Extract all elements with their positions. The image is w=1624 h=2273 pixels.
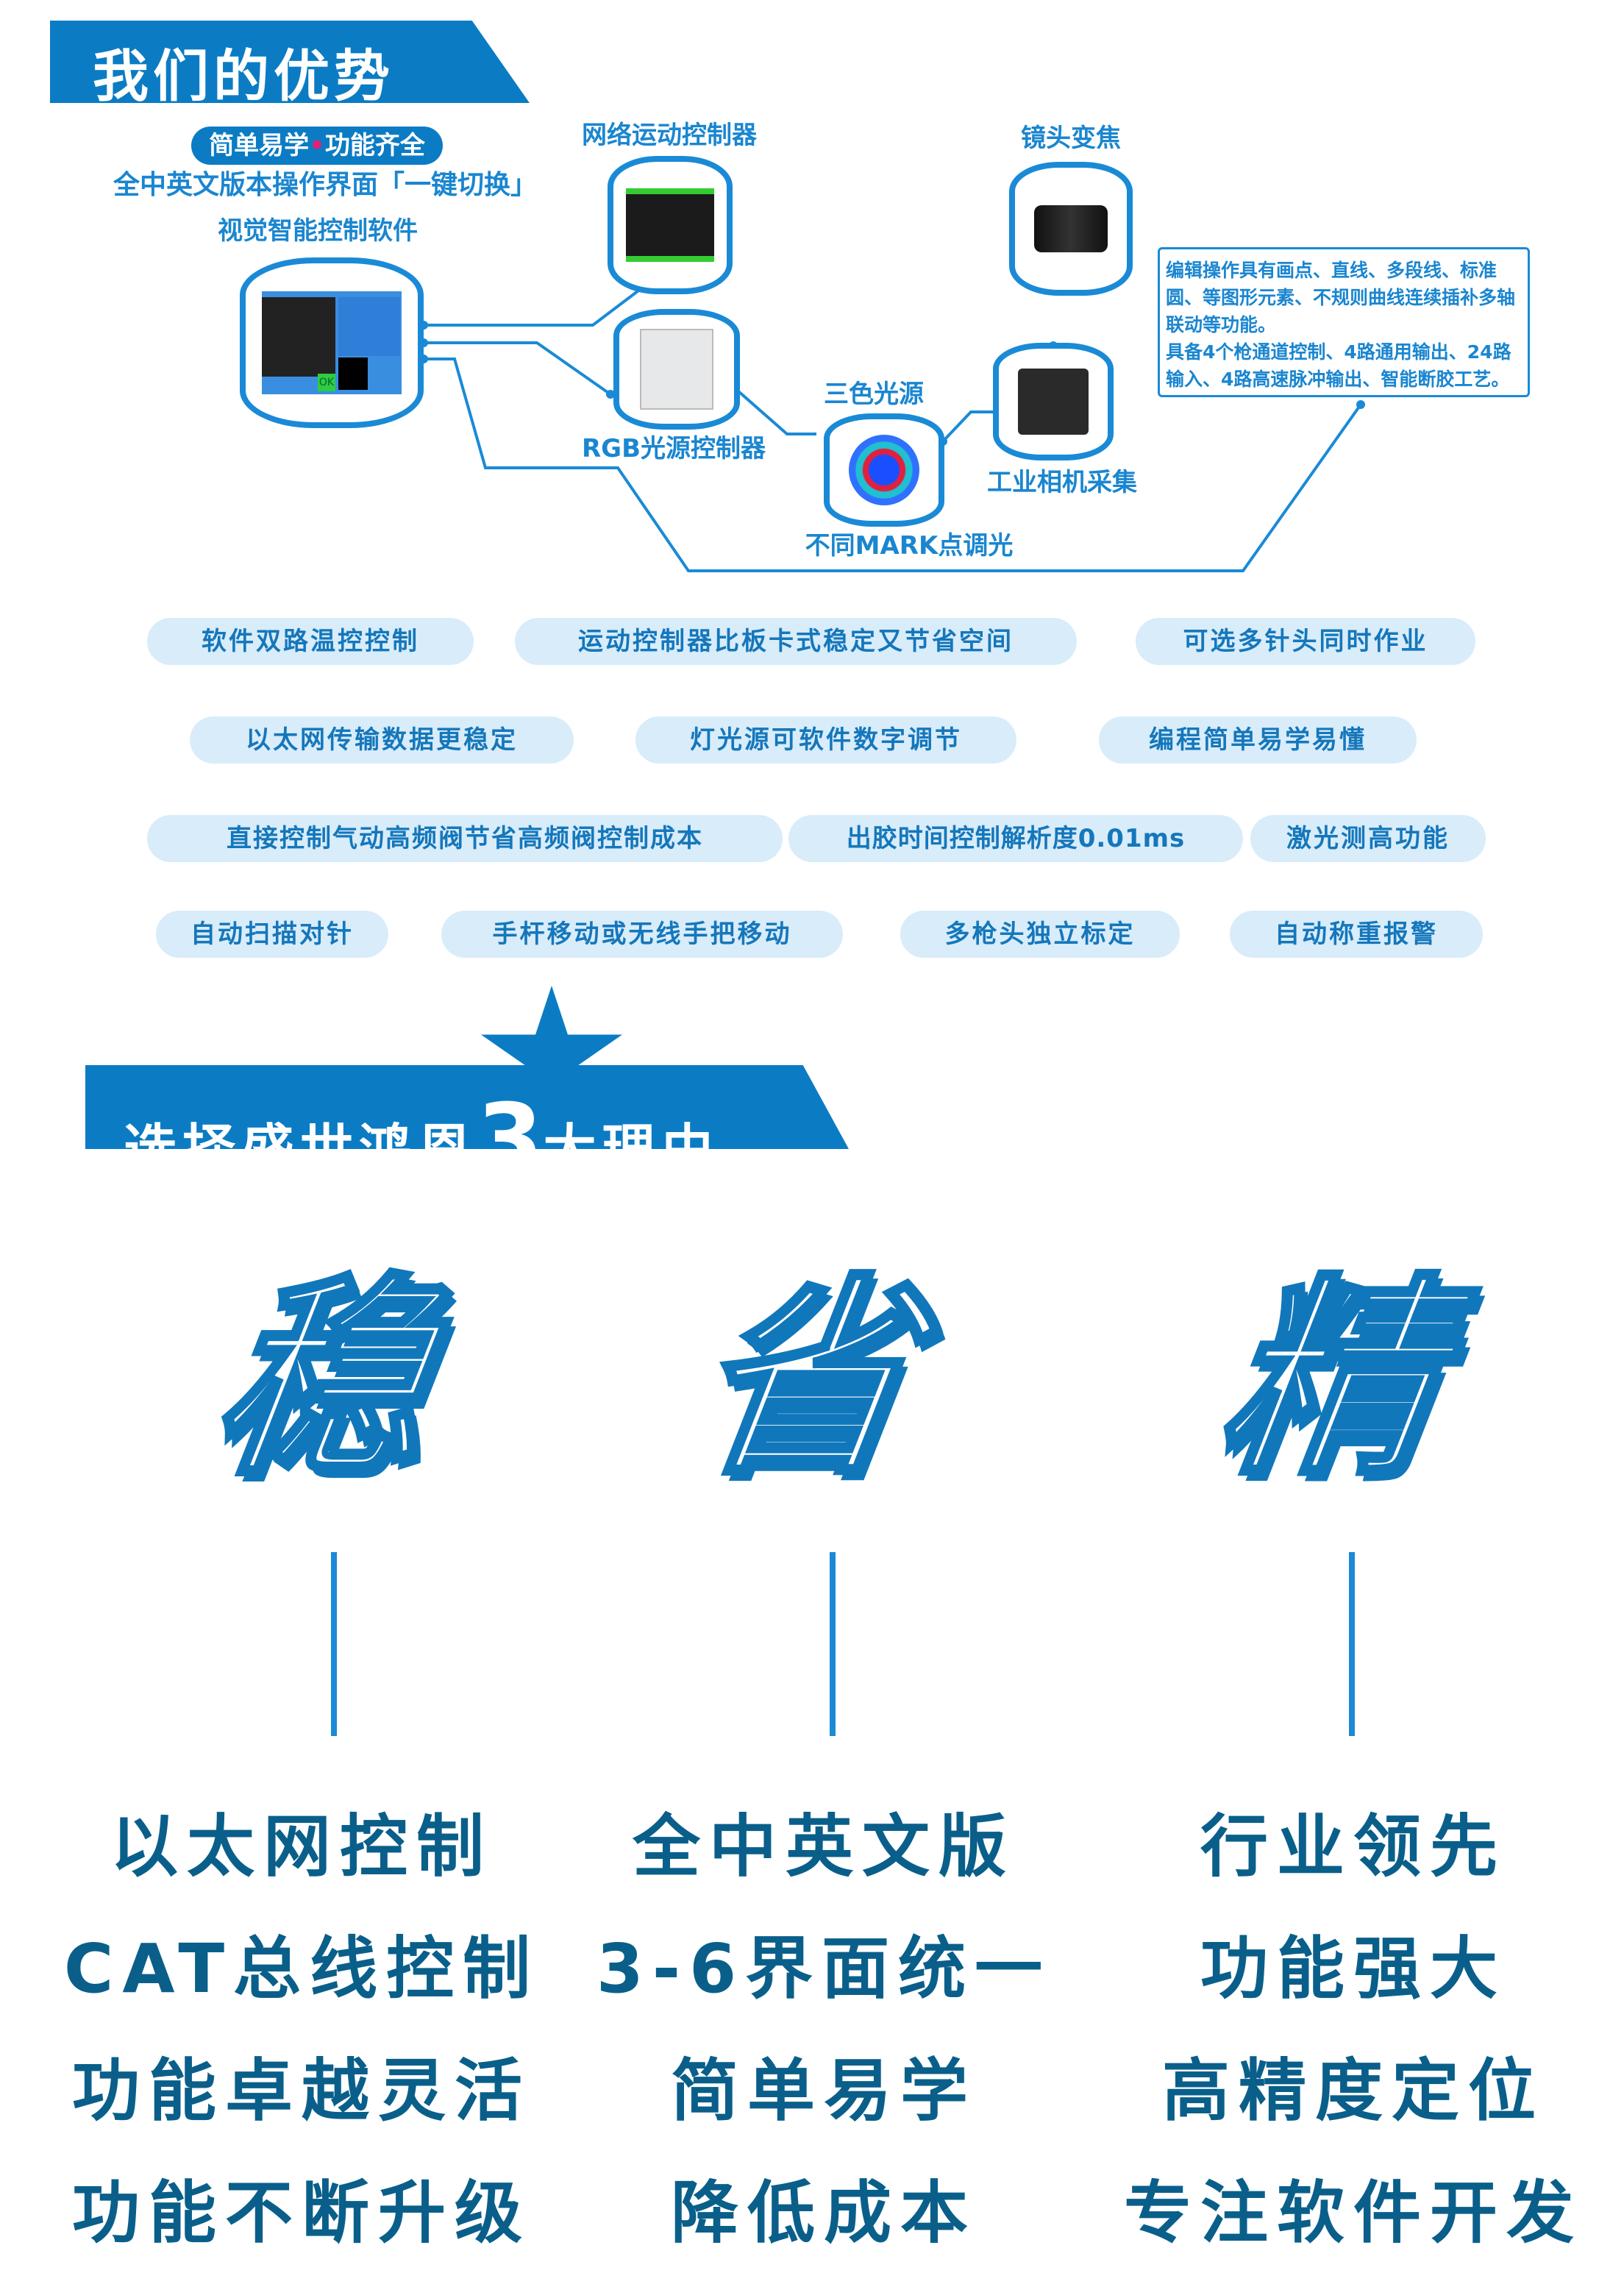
feature-pill: 运动控制器比板卡式稳定又节省空间 bbox=[515, 618, 1077, 665]
ok-indicator: OK bbox=[318, 374, 335, 391]
reason-char-save: 省 bbox=[677, 1254, 930, 1507]
label-rgb-controller: RGB光源控制器 bbox=[581, 434, 766, 463]
motion-controller-hexagon bbox=[608, 156, 733, 294]
software-tagline-badge: 简单易学•功能齐全 bbox=[191, 127, 443, 165]
tagline-dot: • bbox=[309, 131, 325, 160]
line-light-camera bbox=[941, 410, 994, 443]
feature-pill: 以太网传输数据更稳定 bbox=[190, 716, 574, 764]
reason-text: 简单易学 bbox=[670, 2052, 977, 2130]
reason-text: 高精度定位 bbox=[1161, 2052, 1545, 2130]
tricolor-light-hexagon bbox=[824, 413, 944, 527]
reason-char-precise: 精 bbox=[1204, 1254, 1456, 1507]
label-tricolor-light: 三色光源 bbox=[824, 380, 924, 409]
section-banner-advantages: 我们的优势 bbox=[50, 21, 530, 103]
divider-line bbox=[830, 1552, 836, 1736]
reason-text: 3-6界面统一 bbox=[596, 1929, 1052, 2008]
reason-text: 以太网控制 bbox=[110, 1807, 494, 1886]
reason-char-stable: 稳 bbox=[198, 1254, 450, 1507]
reason-text: 全中英文版 bbox=[632, 1807, 1016, 1886]
feature-pill: 可选多针头同时作业 bbox=[1136, 618, 1475, 665]
software-language-switch: 全中英文版本操作界面「一键切换」 bbox=[113, 170, 538, 200]
rgb-controller-image bbox=[640, 329, 713, 410]
reason-text: 功能强大 bbox=[1200, 1929, 1507, 2008]
line-rgb-light bbox=[737, 390, 816, 435]
feature-pill: 直接控制气动高频阀节省高频阀控制成本 bbox=[147, 815, 783, 862]
feature-pill: 出胶时间控制解析度0.01ms bbox=[788, 815, 1243, 862]
label-lens: 镜头变焦 bbox=[1021, 124, 1121, 153]
ring-light-image bbox=[849, 435, 919, 505]
rgb-controller-hexagon bbox=[613, 309, 740, 430]
software-hexagon: OK bbox=[240, 257, 424, 428]
reason-text: 功能卓越灵活 bbox=[71, 2052, 532, 2130]
feature-pill: 手杆移动或无线手把移动 bbox=[441, 911, 843, 958]
lens-hexagon bbox=[1009, 162, 1133, 296]
reason-text: 行业领先 bbox=[1200, 1807, 1507, 1886]
feature-pill: 编程简单易学易懂 bbox=[1099, 716, 1417, 764]
reasons-title-a: 选择盛世鸿恩 bbox=[124, 1118, 477, 1180]
section-banner-reasons: 选择盛世鸿恩3大理由 bbox=[85, 1065, 849, 1149]
reasons-title-b: 大理由 bbox=[543, 1118, 720, 1180]
feature-pill: 软件双路温控控制 bbox=[147, 618, 474, 665]
lens-image bbox=[1034, 205, 1108, 252]
reason-text: CAT总线控制 bbox=[63, 1929, 540, 2008]
software-screenshot: OK bbox=[262, 291, 402, 394]
reason-text: 专注软件开发 bbox=[1123, 2174, 1584, 2252]
label-motion-controller: 网络运动控制器 bbox=[582, 121, 757, 150]
label-camera: 工业相机采集 bbox=[987, 468, 1137, 497]
feature-pill: 自动称重报警 bbox=[1230, 911, 1483, 958]
controller-board-image bbox=[626, 188, 714, 262]
feature-callout-box: 编辑操作具有画点、直线、多段线、标准圆、等图形元素、不规则曲线连续插补多轴联动等… bbox=[1158, 247, 1530, 397]
reasons-number: 3 bbox=[477, 1083, 544, 1195]
camera-hexagon bbox=[993, 343, 1114, 460]
divider-line bbox=[331, 1552, 337, 1736]
feature-pill: 自动扫描对针 bbox=[156, 911, 388, 958]
camera-image bbox=[1018, 369, 1089, 435]
callout-line-1: 编辑操作具有画点、直线、多段线、标准圆、等图形元素、不规则曲线连续插补多轴联动等… bbox=[1166, 260, 1516, 335]
tagline-b: 功能齐全 bbox=[324, 131, 425, 160]
line-to-motion-controller bbox=[424, 278, 655, 327]
tagline-a: 简单易学 bbox=[209, 131, 310, 160]
reason-text: 降低成本 bbox=[670, 2174, 977, 2252]
reason-text: 功能不断升级 bbox=[71, 2174, 532, 2252]
feature-pill: 激光测高功能 bbox=[1250, 815, 1486, 862]
divider-line bbox=[1349, 1552, 1355, 1736]
feature-pill: 灯光源可软件数字调节 bbox=[635, 716, 1016, 764]
feature-pill: 多枪头独立标定 bbox=[900, 911, 1180, 958]
line-to-rgb-controller bbox=[424, 341, 612, 396]
section-title: 我们的优势 bbox=[93, 43, 394, 109]
callout-line-2: 具备4个枪通道控制、4路通用输出、24路输入、4路高速脉冲输出、智能断胶工艺。 bbox=[1166, 341, 1511, 390]
line-to-callout bbox=[424, 358, 1362, 572]
label-mark-dimming: 不同MARK点调光 bbox=[805, 531, 1014, 561]
software-caption: 视觉智能控制软件 bbox=[218, 216, 418, 246]
